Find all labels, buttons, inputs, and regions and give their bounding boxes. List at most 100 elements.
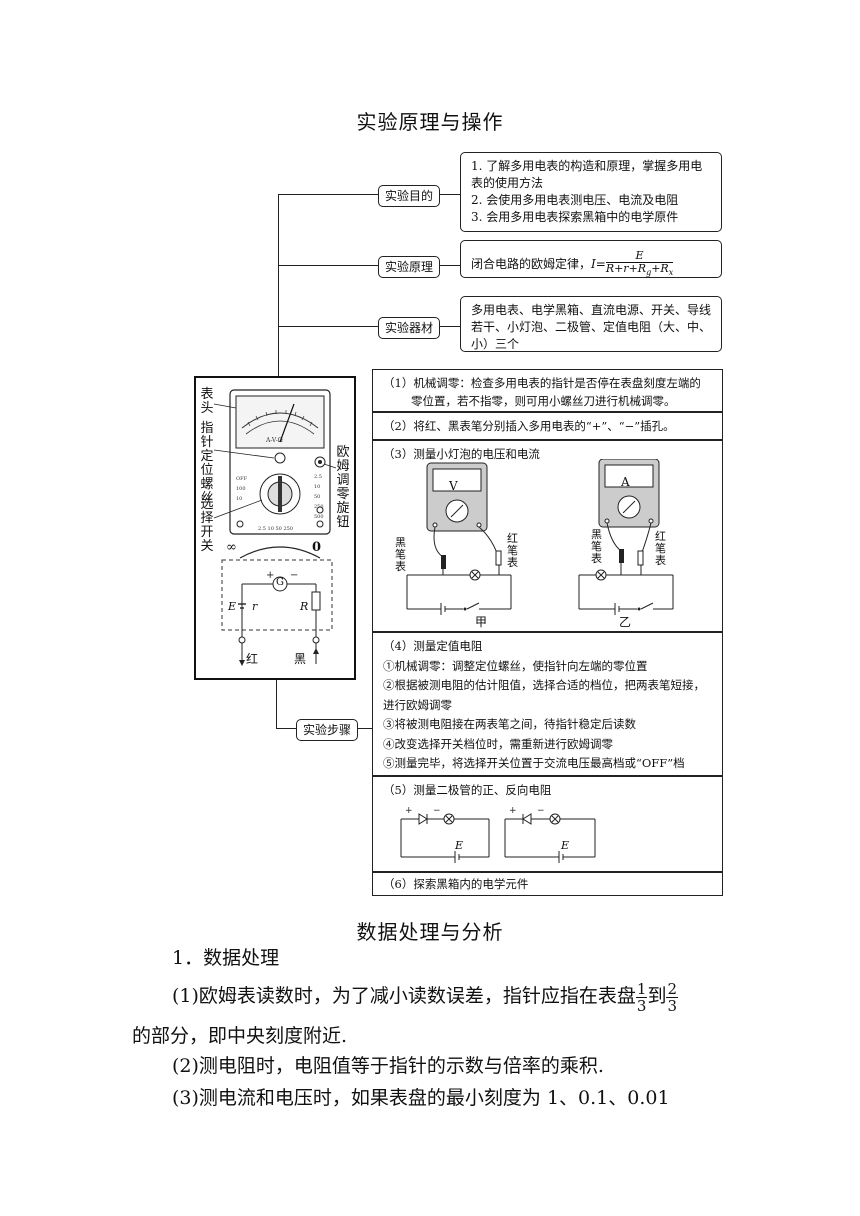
svg-text:+: + (405, 806, 413, 816)
label-steps: 实验步骤 (296, 719, 359, 741)
paragraph-1-line-2: 的部分，即中央刻度附近. (132, 1025, 348, 1047)
step-5-panel: （5）测量二极管的正、反向电阻 +− +− E E (372, 776, 723, 872)
svg-text:100: 100 (236, 486, 246, 492)
svg-text:50: 50 (314, 494, 320, 500)
principle-box: 闭合电路的欧姆定律，I= E R+r+Rg+Rx (460, 240, 722, 278)
connector-principle (438, 265, 460, 267)
left-black-probe-label: 黑笔表 (395, 536, 406, 573)
purpose-box: 1. 了解多用电表的构造和原理，掌握多用电表的使用方法 2. 会使用多用电表测电… (460, 152, 722, 232)
step-4-item-3: ③将被测电阻接在两表笔之间，待指针稳定后读数 (383, 717, 636, 731)
diode-circuits: +− +− (400, 806, 596, 863)
connector-purpose (438, 194, 460, 196)
step-3-circuits (406, 459, 674, 615)
step-6-text: （6）探索黑箱内的电学元件 (383, 877, 529, 891)
step-6-panel: （6）探索黑箱内的电学元件 (372, 872, 723, 896)
principle-formula-sub-g: g (646, 268, 652, 278)
label-selector-switch: 选择开关 (200, 497, 214, 554)
step-4-item-2-cont: 进行欧姆调零 (383, 697, 452, 712)
step-4-item-4: ④改变选择开关档位时，需重新进行欧姆调零 (383, 736, 613, 751)
svg-text:−: − (433, 806, 441, 816)
label-ohm-zero-knob: 欧姆调零旋钮 (336, 445, 350, 530)
step-1-line-2: 零位置，若不指零，则可用小螺丝刀进行机械调零。 (411, 394, 676, 408)
step-2-text: （2）将红、黑表笔分别插入多用电表的“+”、“−”插孔。 (383, 419, 675, 433)
tree-trunk-lower (276, 680, 278, 728)
label-principle: 实验原理 (378, 256, 441, 278)
step-4-title: （4）测量定值电阻 (383, 639, 483, 653)
label-purpose: 实验目的 (378, 185, 441, 207)
svg-text:+: + (266, 570, 274, 581)
svg-text:+: + (509, 806, 517, 816)
paragraph-1-text-a: (1)欧姆表读数时，为了减小读数误差，指针应指在表盘 (172, 985, 636, 1007)
principle-text: 闭合电路的欧姆定律， (471, 257, 592, 272)
label-meter-head: 表头 (200, 387, 214, 416)
step-2-panel: （2）将红、黑表笔分别插入多用电表的“+”、“−”插孔。 (372, 412, 723, 440)
principle-formula-fraction: E R+r+Rg+Rx (605, 250, 674, 279)
fraction-1-den: 3 (636, 996, 647, 1015)
svg-text:10: 10 (314, 484, 320, 490)
step-4-item-5: ⑤测量完毕，将选择开关位置于交流电压最高档或“OFF”档 (383, 756, 685, 770)
step-4-item-2: ②根据被测电阻的估计阻值，选择合适的档位，把两表笔短接， (383, 678, 705, 692)
right-black-probe-label: 黑笔表 (591, 528, 602, 565)
purpose-item-3: 3. 会用多用电表探索黑箱中的电学原件 (471, 210, 679, 224)
principle-formula-den: R+r+Rg+Rx (605, 262, 674, 278)
tree-trunk (278, 194, 280, 376)
equipment-text: 多用电表、电学黑箱、直流电源、开关、导线若干、小灯泡、二极管、定值电阻（大、中、… (471, 303, 712, 351)
svg-text:2.5: 2.5 (314, 474, 322, 480)
diode-left-emf: E (455, 839, 464, 852)
label-equipment: 实验器材 (378, 317, 441, 339)
caption-yi: 乙 (619, 615, 632, 629)
section-title-principle: 实验原理与操作 (356, 110, 504, 134)
tree-branch-principle (278, 265, 378, 267)
fraction-1-num: 1 (635, 979, 648, 998)
svg-text:−: − (290, 570, 298, 581)
scale-zero: 0 (312, 540, 322, 555)
ammeter-label: A (621, 475, 630, 489)
purpose-item-2: 2. 会使用多用电表测电压、电流及电阻 (471, 193, 679, 207)
paragraph-1-mid: 到 (647, 985, 667, 1007)
step-4-item-1: ①机械调零：调整定位螺丝，使指针向左端的零位置 (383, 658, 648, 673)
right-red-probe-label: 红笔表 (655, 530, 666, 567)
resistor-label: R (300, 600, 309, 613)
paragraph-2: (2)测电阻时，电阻值等于指针的示数与倍率的乘积. (172, 1055, 604, 1077)
fraction-2-num: 2 (666, 979, 679, 998)
diode-right-emf: E (561, 839, 570, 852)
step-4-panel: （4）测量定值电阻 ①机械调零：调整定位螺丝，使指针向左端的零位置 ②根据被测电… (372, 632, 723, 776)
principle-formula-den-text: R+r+R (605, 262, 647, 275)
svg-text:2.5 10 50 250: 2.5 10 50 250 (258, 526, 293, 532)
tree-branch-purpose (278, 194, 378, 196)
tree-branch-steps (276, 728, 296, 730)
left-red-probe-label: 红笔表 (507, 532, 518, 569)
step-3-title: （3）测量小灯泡的电压和电流 (383, 447, 540, 461)
tree-branch-equipment (278, 326, 378, 328)
connector-equipment (438, 326, 460, 328)
scale-infinity: ∞ (226, 540, 237, 555)
connector-steps (354, 728, 372, 730)
label-pointer-screw: 指针定位螺丝 (200, 421, 214, 506)
paragraph-3: (3)测电流和电压时，如果表盘的最小刻度为 1、0.1、0.01 (172, 1087, 670, 1109)
internal-resistance-label: r (252, 600, 258, 613)
svg-text:A-V-Ω: A-V-Ω (265, 437, 283, 444)
svg-text:OFF: OFF (236, 476, 248, 482)
step-5-title: （5）测量二极管的正、反向电阻 (383, 783, 552, 797)
svg-text:500: 500 (314, 514, 324, 520)
caption-jia: 甲 (475, 615, 488, 629)
principle-formula-lhs: I= (591, 257, 606, 272)
svg-text:10: 10 (236, 496, 242, 502)
emf-label: E (228, 600, 237, 613)
fraction-2-den: 3 (667, 996, 678, 1015)
principle-formula-num: E (605, 250, 674, 263)
black-probe-label: 黑 (294, 652, 307, 666)
section-title-data-analysis: 数据处理与分析 (356, 920, 504, 944)
voltmeter-label: V (449, 479, 458, 493)
heading-data-processing: 1．数据处理 (172, 947, 280, 969)
step-1-line-1: （1）机械调零：检查多用电表的指针是否停在表盘刻度左端的 (383, 376, 701, 390)
principle-formula-sub-x: x (668, 268, 674, 278)
galvanometer-label: G (276, 577, 284, 588)
equipment-box: 多用电表、电学黑箱、直流电源、开关、导线若干、小灯泡、二极管、定值电阻（大、中、… (460, 296, 722, 352)
purpose-item-1: 1. 了解多用电表的构造和原理，掌握多用电表的使用方法 (471, 159, 703, 190)
